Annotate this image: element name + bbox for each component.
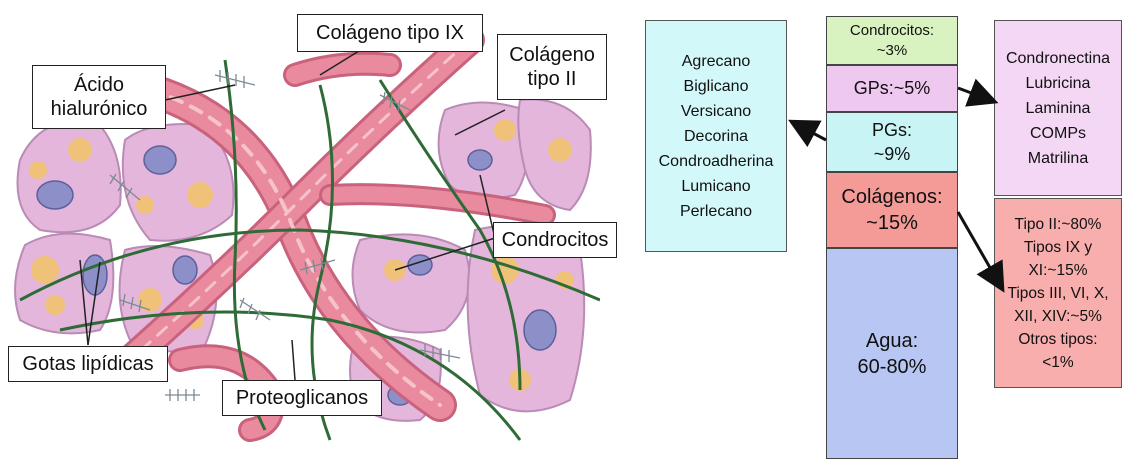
segment-agua: Agua: 60-80% [826, 248, 958, 459]
segment-condrocitos: Condrocitos: ~3% [826, 16, 958, 65]
arrow-gps-to-list [958, 88, 990, 100]
glycoproteins-list-box: Condronectina Lubricina Laminina COMPs M… [994, 20, 1122, 196]
label-condrocitos: Condrocitos [493, 222, 617, 258]
arrow-pgs-to-list [796, 124, 826, 140]
label-gotas-lipidicas: Gotas lipídicas [8, 346, 168, 382]
label-colageno-tipo-ii: Colágeno tipo II [497, 34, 607, 100]
segment-pgs: PGs: ~9% [826, 112, 958, 172]
collagens-list-box: Tipo II:~80% Tipos IX y XI:~15% Tipos II… [994, 198, 1122, 388]
segment-colagenos: Colágenos: ~15% [826, 172, 958, 248]
label-proteoglicanos: Proteoglicanos [222, 380, 382, 416]
label-colageno-tipo-ix: Colágeno tipo IX [297, 14, 483, 52]
proteoglycans-list-box: Agrecano Biglicano Versicano Decorina Co… [645, 20, 787, 252]
segment-gps: GPs:~5% [826, 65, 958, 112]
label-acido-hialuronico: Ácido hialurónico [32, 65, 166, 129]
